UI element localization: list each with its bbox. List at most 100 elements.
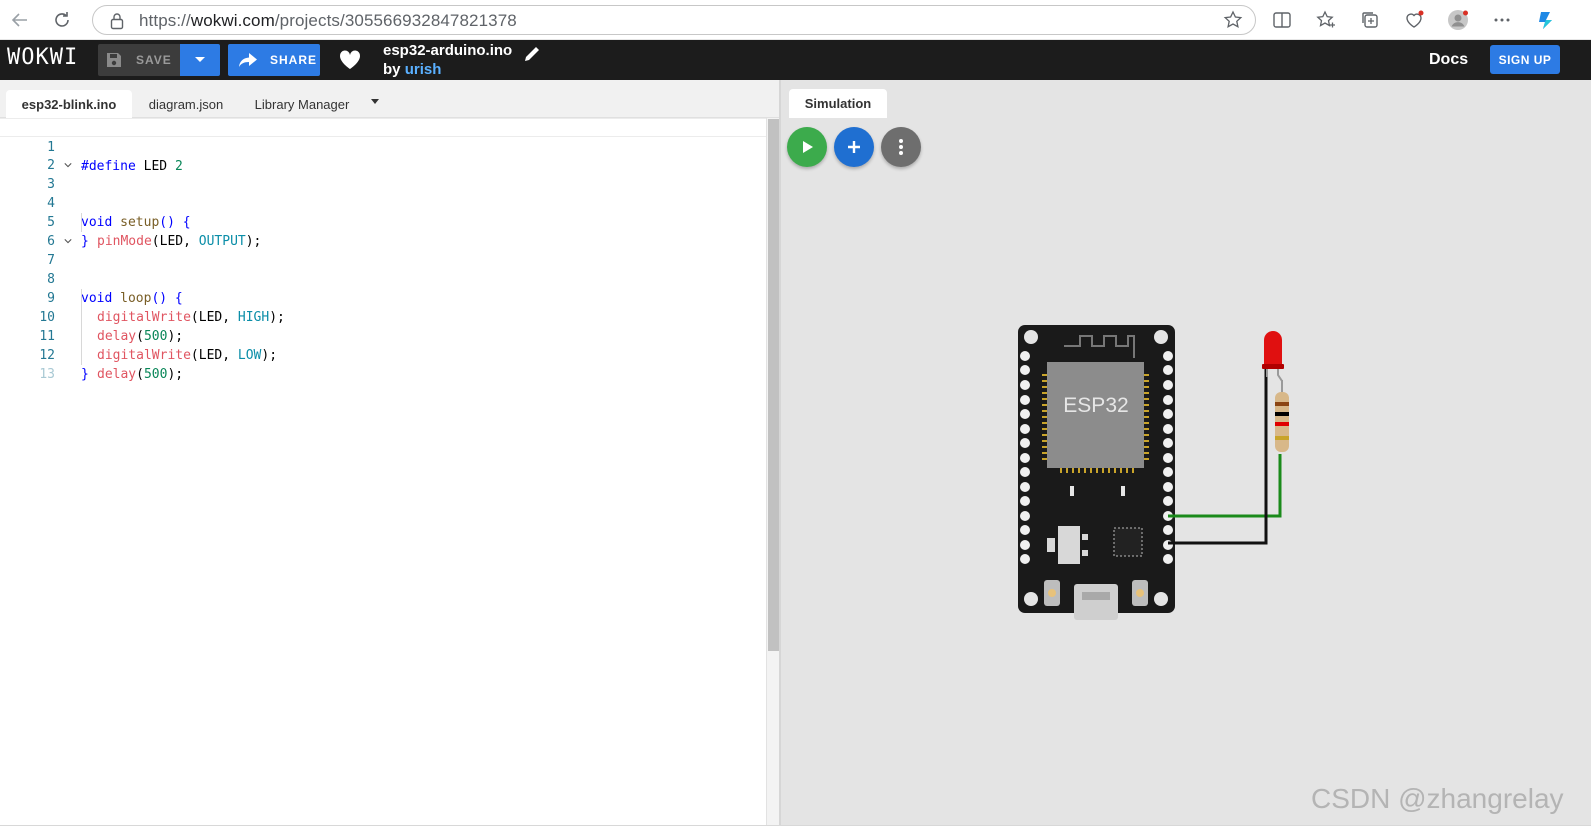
code-editor-panel: esp32-blink.ino diagram.json Library Man…	[0, 80, 780, 825]
line-number: 7	[47, 253, 55, 268]
indent-guide	[81, 308, 82, 327]
add-part-button[interactable]	[834, 127, 874, 167]
line-number: 2	[47, 158, 55, 173]
sign-up-button[interactable]: SIGN UP	[1490, 45, 1560, 74]
indent-guide	[81, 346, 82, 365]
code-text: pinMode(LED, OUTPUT);	[97, 234, 262, 249]
url-host: wokwi.com	[190, 11, 275, 30]
url-text[interactable]: https://wokwi.com/projects/3055669328478…	[139, 11, 517, 31]
lock-icon	[109, 12, 125, 30]
wokwi-logo[interactable]: WOKWI	[7, 45, 79, 70]
wire-black[interactable]	[1168, 358, 1268, 545]
code-area[interactable]: 1 #define LED 2 2 3 void setup() { 4 pin…	[0, 118, 766, 825]
code-text: digitalWrite(LED, HIGH);	[97, 310, 285, 325]
code-line: 1 #define LED 2	[0, 118, 766, 174]
code-line: 12 }	[0, 327, 766, 382]
line-number: 8	[47, 272, 55, 287]
indent-guide	[81, 213, 82, 232]
line-number: 10	[39, 310, 55, 325]
split-screen-icon[interactable]	[1270, 8, 1294, 32]
docs-link[interactable]: Docs	[1429, 51, 1469, 68]
code-text: delay(500);	[97, 367, 184, 382]
profile-avatar-icon[interactable]	[1446, 8, 1470, 32]
code-line: 8 digitalWrite(LED, HIGH);	[0, 251, 766, 325]
simulation-menu-button[interactable]	[881, 127, 921, 167]
edit-pencil-icon[interactable]	[523, 45, 541, 63]
share-button[interactable]: SHARE	[228, 44, 320, 76]
chip-label: ESP32	[1063, 394, 1128, 417]
code-line: 13	[0, 346, 766, 382]
editor-tab-bar: esp32-blink.ino diagram.json Library Man…	[0, 80, 780, 118]
panel-resize-divider[interactable]	[779, 80, 781, 825]
app-header: WOKWI SAVE SHARE esp32-arduino.ino by ur…	[0, 40, 1591, 80]
wire-green[interactable]	[1168, 454, 1282, 518]
code-text: #define LED 2	[81, 159, 183, 174]
code-line: 7 void loop() {	[0, 232, 766, 306]
fold-chevron-icon[interactable]	[64, 237, 72, 245]
tab-menu-caret-icon[interactable]	[371, 99, 379, 104]
line-number: 4	[47, 196, 55, 211]
code-line: 3 void setup() {	[0, 156, 766, 230]
indent-guide	[81, 327, 82, 346]
plus-icon	[848, 141, 860, 153]
save-options-dropdown[interactable]	[180, 44, 220, 76]
line-number: 9	[47, 291, 55, 306]
line-number: 3	[47, 177, 55, 192]
simulation-panel: Simulation	[781, 80, 1591, 825]
tab-simulation[interactable]: Simulation	[789, 89, 887, 118]
circuit-diagram[interactable]: ESP32	[1000, 318, 1320, 628]
red-led[interactable]	[1262, 331, 1284, 382]
save-label: SAVE	[136, 53, 172, 67]
caret-down-icon	[195, 57, 205, 62]
line-number: 11	[39, 329, 55, 344]
code-text: void setup() {	[81, 215, 191, 230]
like-heart-icon[interactable]	[339, 50, 361, 70]
more-options-icon[interactable]	[1490, 8, 1514, 32]
line-number: 1	[47, 140, 55, 155]
favorites-icon[interactable]	[1314, 8, 1338, 32]
scrollbar-thumb[interactable]	[768, 119, 780, 651]
window-bottom-edge	[0, 825, 1591, 839]
code-line: 11 delay(500);	[0, 308, 766, 382]
fold-chevron-icon[interactable]	[64, 161, 72, 169]
tab-library-manager[interactable]: Library Manager	[254, 96, 350, 112]
code-line: 6	[0, 213, 766, 249]
browser-essentials-icon[interactable]	[1402, 8, 1426, 32]
by-label: by	[383, 61, 401, 78]
line-number: 12	[39, 348, 55, 363]
author-link[interactable]: urish	[404, 61, 442, 78]
code-line: 9 delay(500);	[0, 270, 766, 344]
code-text: void loop() {	[81, 291, 183, 306]
code-text: }	[81, 367, 89, 382]
save-button[interactable]: SAVE	[98, 44, 180, 76]
project-author-line: by urish	[383, 61, 441, 78]
code-text: digitalWrite(LED, LOW);	[97, 348, 278, 363]
code-text: delay(500);	[97, 329, 184, 344]
resistor[interactable]	[1275, 380, 1289, 452]
address-bar[interactable]: https://wokwi.com/projects/3055669328478…	[92, 5, 1256, 35]
code-line: 2	[0, 137, 766, 173]
tab-esp32-blink-ino[interactable]: esp32-blink.ino	[6, 90, 132, 118]
line-number: 13	[39, 367, 55, 382]
line-number: 5	[47, 215, 55, 230]
line-number: 6	[47, 234, 55, 249]
share-arrow-icon	[239, 53, 257, 67]
editor-scrollbar[interactable]	[766, 118, 780, 825]
project-title: esp32-arduino.ino	[383, 42, 513, 59]
esp32-board[interactable]: ESP32	[1018, 325, 1175, 620]
copilot-icon[interactable]	[1534, 8, 1558, 32]
code-line: 5 }	[0, 194, 766, 249]
code-line: 10 digitalWrite(LED, LOW);	[0, 289, 766, 363]
reload-icon[interactable]	[50, 8, 74, 32]
start-simulation-button[interactable]	[787, 127, 827, 167]
floppy-disk-icon	[107, 53, 121, 67]
url-path: /projects/305566932847821378	[274, 11, 517, 30]
more-vertical-icon	[899, 139, 903, 155]
code-line: 4 pinMode(LED, OUTPUT);	[0, 175, 766, 249]
code-text: }	[81, 234, 89, 249]
tab-diagram-json[interactable]: diagram.json	[148, 96, 224, 112]
back-icon[interactable]	[8, 8, 32, 32]
collections-icon[interactable]	[1358, 8, 1382, 32]
play-icon	[803, 141, 813, 153]
favorite-star-icon[interactable]	[1223, 10, 1243, 30]
